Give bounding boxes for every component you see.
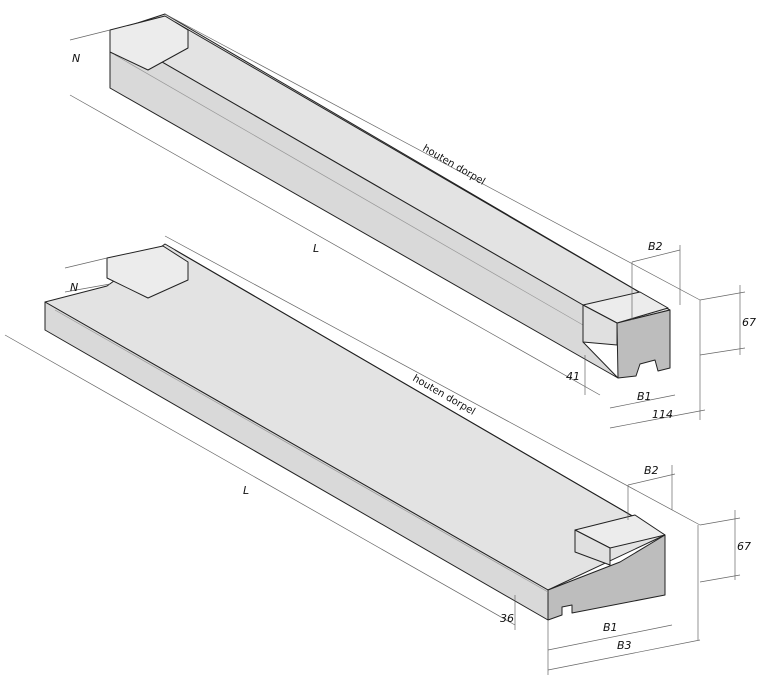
bottom-sill-rebate-line	[174, 249, 666, 536]
top-b2-label: B2	[648, 240, 663, 253]
top-l-label: L	[313, 242, 319, 255]
top-sill-groove-line	[114, 54, 584, 326]
top-41-label: 41	[566, 370, 580, 383]
bottom-b2-label: B2	[644, 464, 659, 477]
bottom-b1-label: B1	[603, 621, 618, 634]
bottom-sill-left-block	[106, 245, 189, 299]
top-sill-end-section	[616, 309, 671, 379]
top-b1-label: B1	[637, 390, 652, 403]
bottom-sill-groove-line	[54, 309, 549, 593]
top-sill-left-block	[109, 15, 189, 71]
top-sill-right-block-front	[582, 304, 618, 346]
top-67-label: 67	[742, 316, 756, 329]
bottom-n-label: N	[70, 281, 78, 294]
top-114-label: 114	[652, 408, 673, 421]
bottom-36-label: 36	[500, 612, 514, 625]
top-sill-front-face	[109, 31, 619, 379]
bottom-sill-right-block-front	[574, 529, 611, 566]
bottom-l-label: L	[243, 484, 249, 497]
bottom-sill-end-section	[547, 534, 666, 621]
bottom-b3-label: B3	[617, 639, 632, 652]
bottom-sill: N L houten dorpel B2 67 36 B1 B3	[4, 235, 751, 675]
top-sill-rebate-line	[174, 21, 671, 311]
bottom-67-label: 67	[737, 540, 751, 553]
top-n-label: N	[72, 52, 80, 65]
top-sill: N L houten dorpel B2 67 41 B1 114	[69, 13, 756, 429]
